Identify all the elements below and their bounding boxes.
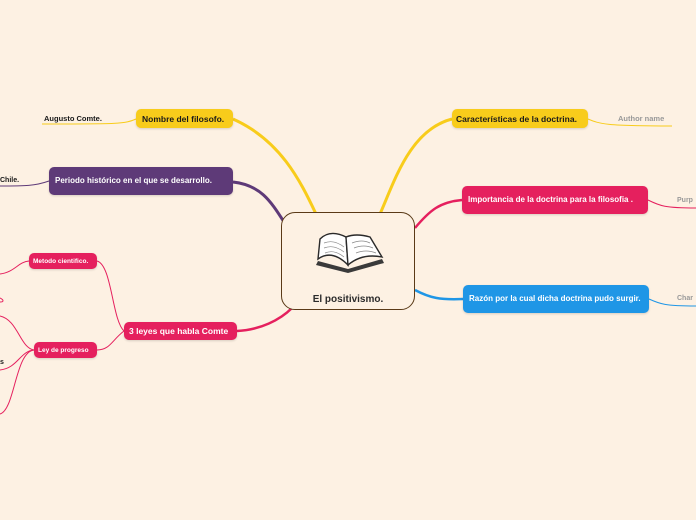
central-topic-title: El positivismo. <box>312 294 384 305</box>
open-book-icon <box>316 232 384 273</box>
link-reason <box>414 288 464 301</box>
link-char <box>648 298 696 307</box>
link-laws <box>236 307 293 333</box>
link-purp <box>647 199 696 209</box>
subtopic-augusto-comte[interactable]: Augusto Comte. <box>44 114 102 123</box>
topic-philosopher[interactable]: Nombre del filosofo. <box>136 109 233 128</box>
link-progress-child-2 <box>0 349 35 371</box>
link-period <box>232 180 286 223</box>
topic-historical-period[interactable]: Periodo histórico en el que se desarroll… <box>49 167 233 195</box>
link-progress-child-4 <box>0 297 4 303</box>
link-method <box>96 260 125 332</box>
subtopic-author-name[interactable]: Author name <box>618 114 665 123</box>
link-features <box>378 117 453 215</box>
link-importance <box>414 198 463 229</box>
link-chile <box>0 180 50 187</box>
link-progress-child-1 <box>0 315 35 351</box>
link-method-child <box>0 260 30 275</box>
subtopic-chile[interactable]: Chile. <box>0 177 20 184</box>
central-topic[interactable]: El positivismo. <box>281 212 415 310</box>
topic-reason-emerged[interactable]: Razón por la cual dicha doctrina pudo su… <box>463 285 649 313</box>
subtopic-scientific-method[interactable]: Metodo cientifico. <box>29 253 97 269</box>
subtopic-law-of-progress[interactable]: Ley de progreso <box>34 342 97 358</box>
link-progress <box>96 330 125 351</box>
subtopic-purp[interactable]: Purp <box>677 197 693 204</box>
subtopic-char[interactable]: Char <box>677 295 693 302</box>
topic-three-laws[interactable]: 3 leyes que habla Comte <box>124 322 237 340</box>
link-augusto <box>41 118 137 125</box>
topic-doctrine-characteristics[interactable]: Características de la doctrina. <box>452 109 588 128</box>
link-author <box>587 118 673 127</box>
subtopic-progress-partial-text[interactable]: s <box>0 359 4 366</box>
link-philosopher <box>232 117 318 215</box>
topic-doctrine-importance[interactable]: Importancia de la doctrina para la filos… <box>462 186 648 214</box>
link-progress-child-3 <box>0 349 35 415</box>
